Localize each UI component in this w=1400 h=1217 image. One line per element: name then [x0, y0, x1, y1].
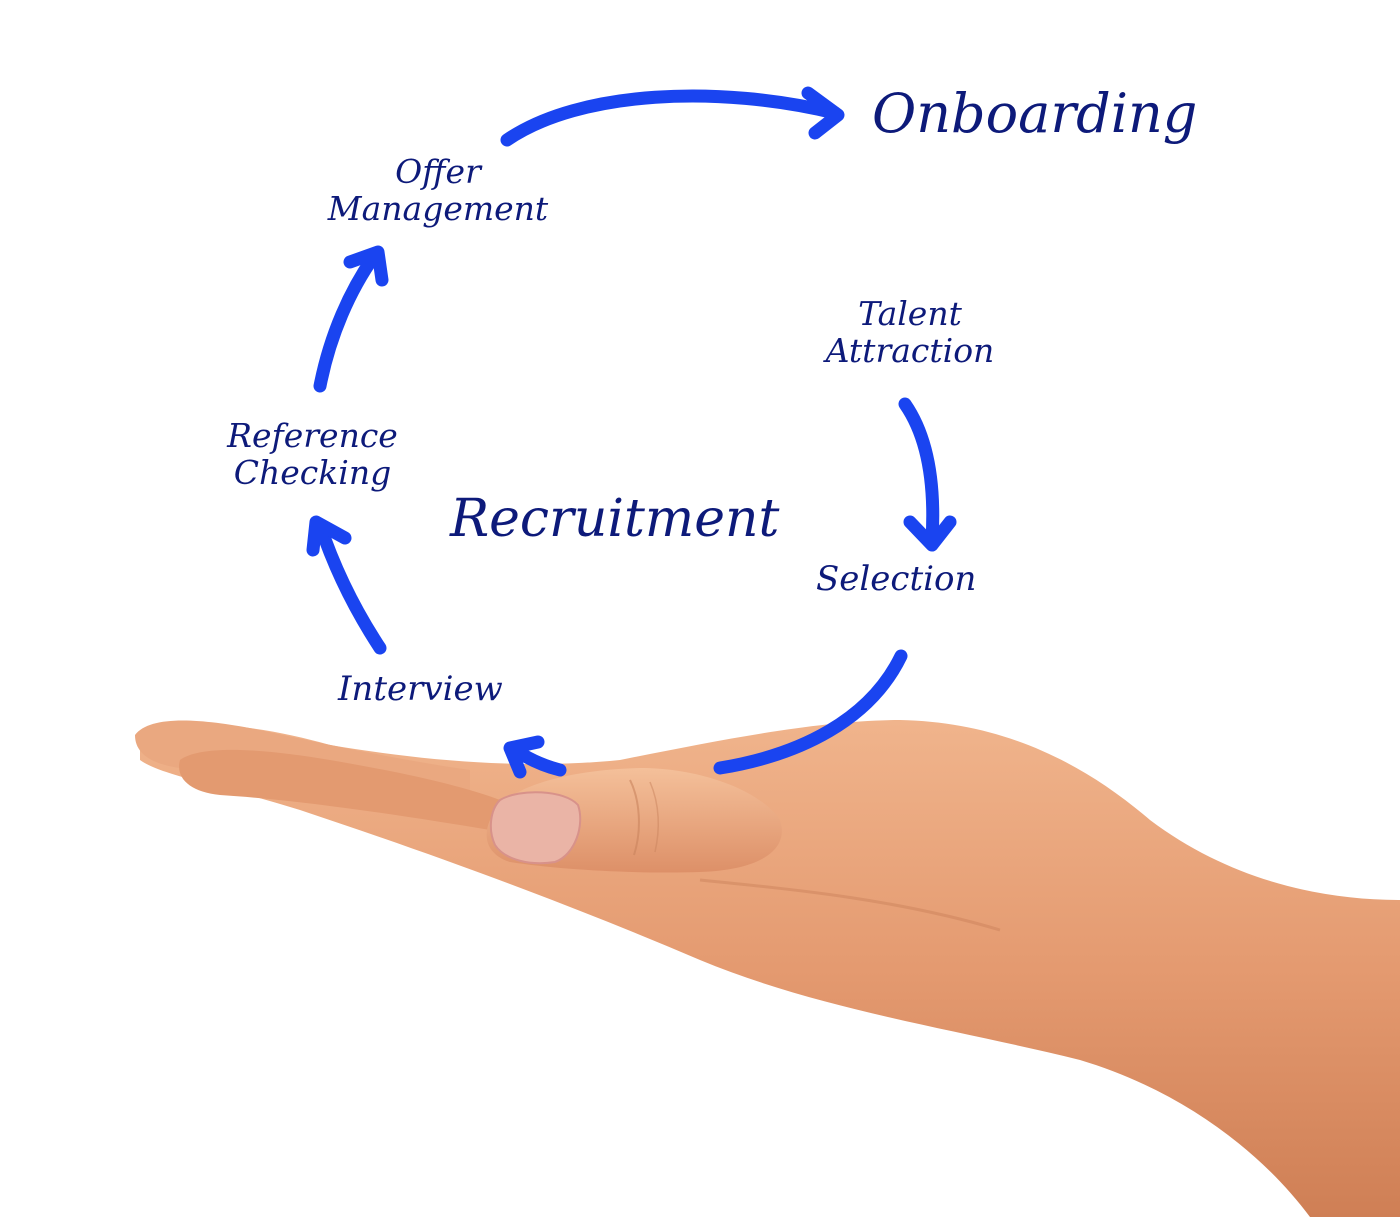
arrow-interview-to-reference — [306, 515, 387, 655]
arrow-talent-to-selection — [898, 397, 957, 552]
arrow-selection-to-interview — [503, 649, 908, 779]
diagram-title-recruitment: Recruitment — [450, 489, 780, 549]
finger-2 — [179, 749, 500, 830]
step-label-interview: Interview — [338, 669, 503, 709]
palm-shape — [140, 720, 1400, 1217]
step-label-offer-management: Offer Management — [327, 152, 549, 228]
step-label-reference-checking: Reference Checking — [227, 416, 398, 492]
arrow-reference-to-offer — [313, 245, 389, 393]
outcome-label-onboarding: Onboarding — [872, 82, 1198, 145]
arrow-offer-to-onboarding — [500, 86, 845, 147]
step-label-talent-attraction: Talent Attraction — [825, 294, 995, 370]
step-label-selection: Selection — [816, 559, 977, 599]
thumbnail — [489, 791, 582, 865]
